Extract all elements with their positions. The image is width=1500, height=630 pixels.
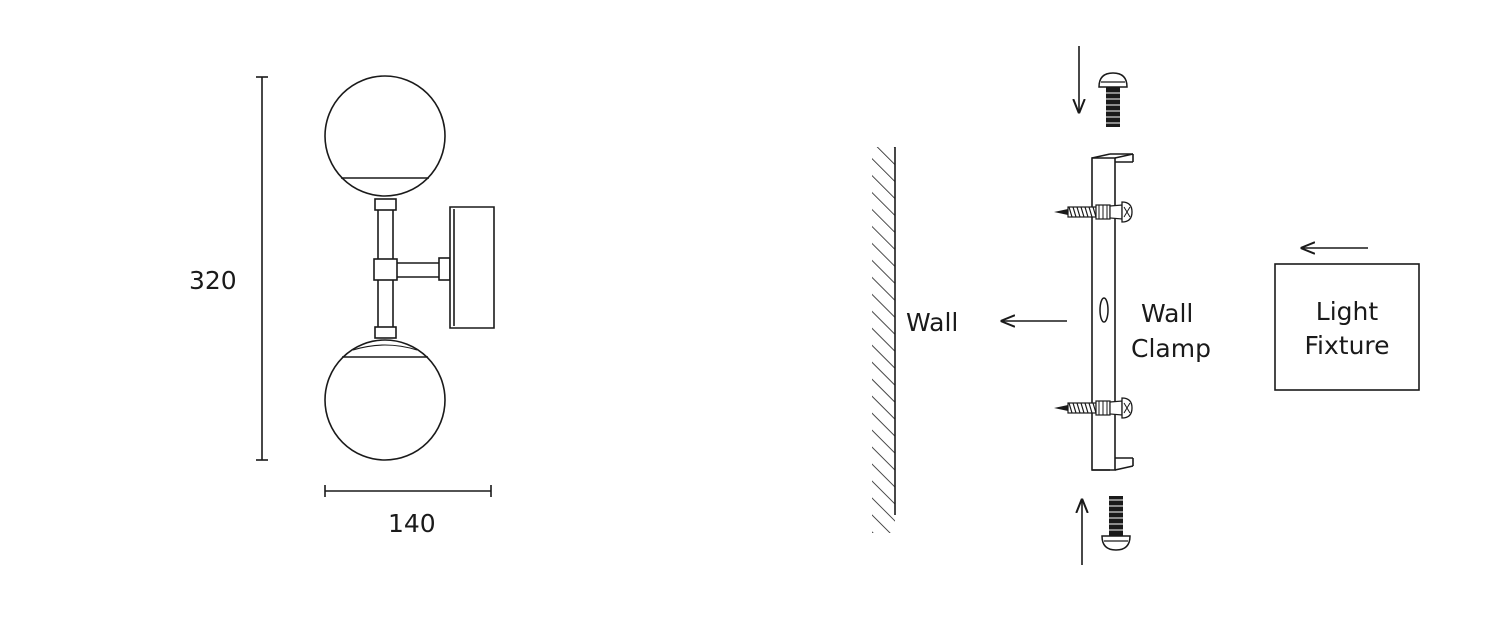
wall-hatch (872, 147, 896, 533)
light-fixture-label-line1: Light (1315, 297, 1379, 326)
machine-screw-icon (1101, 496, 1131, 551)
light-fixture-drawing (256, 75, 495, 497)
bottom-globe (324, 339, 446, 461)
height-dimension-label: 320 (189, 266, 237, 295)
wall-clamp (1091, 153, 1134, 471)
machine-screw-icon (1098, 72, 1128, 127)
wall-canopy (449, 206, 495, 329)
top-globe (324, 75, 446, 197)
wall-clamp-label-line2: Clamp (1131, 334, 1211, 363)
width-dimension-label: 140 (388, 509, 436, 538)
wall-label: Wall (906, 308, 959, 337)
light-fixture-box (1274, 263, 1420, 391)
light-fixture-label-line2: Fixture (1304, 331, 1390, 360)
wall-clamp-label-line1: Wall (1141, 299, 1194, 328)
